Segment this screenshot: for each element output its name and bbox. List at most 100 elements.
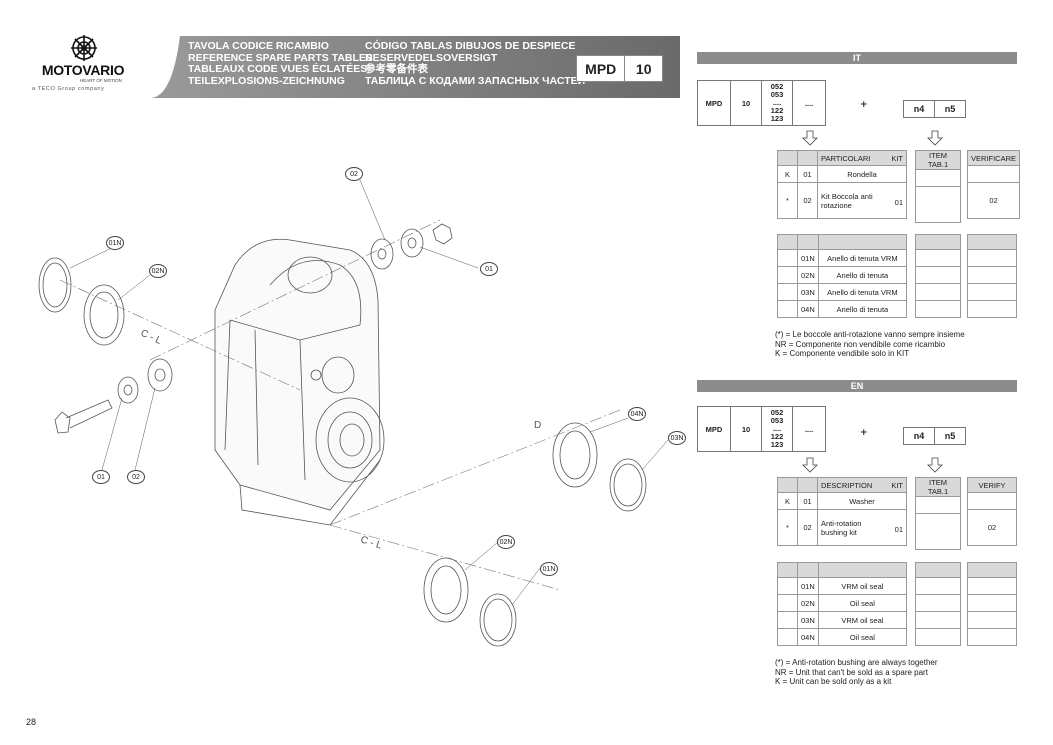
page-number: 28 [26, 717, 37, 727]
model-size: 10 [635, 60, 652, 77]
en-note-3: K = Unit can be sold only as a kit [775, 677, 892, 686]
it-code-variants: 052 053 .... 122 123 [761, 80, 793, 126]
model-label: MPD [577, 56, 626, 81]
it-variant-3: .... [772, 98, 782, 107]
en-note-1: (*) = Anti-rotation bushing are always t… [775, 658, 938, 667]
it-code-plus: + [860, 100, 868, 110]
en-header-item: ITEM TAB.1 [915, 477, 961, 497]
it-code-model: MPD [697, 80, 731, 126]
callout-02n-left: 02N [149, 264, 167, 278]
callout-04n: 04N [628, 407, 646, 421]
en-row2-desc-cell: Anti-rotation bushing kit 01 [817, 509, 907, 546]
en-row2-kit: 01 [894, 524, 903, 534]
it-note-1: (*) = Le boccole anti-rotazione vanno se… [775, 330, 965, 339]
it-variant-5: 123 [770, 114, 784, 123]
title-right-3: 参考零备件表 [365, 63, 428, 75]
en-variant-4: 122 [770, 432, 784, 441]
it-variant-4: 122 [770, 106, 784, 115]
en-row2-mark: * [777, 509, 798, 546]
it-row2-mark: * [777, 182, 798, 219]
callout-02-bottom: 02 [127, 470, 145, 484]
en-verify-table: VERIFY 02 [967, 477, 1017, 546]
axis-label-2: D [534, 420, 541, 431]
en-kit-table: DESCRIPTION KIT K 01 Washer * 02 Anti-ro… [777, 477, 907, 546]
it-seal4-desc: Anello di tenuta [817, 300, 908, 318]
it-kit-table: PARTICOLARI KIT K 01 Rondella * 02 Kit B… [777, 150, 907, 219]
en-seal4-desc: Oil seal [817, 628, 908, 646]
axis-label-1: C - L [139, 328, 164, 347]
logo-emblem-icon [71, 35, 97, 61]
en-seal3-desc: VRM oil seal [817, 611, 908, 629]
en-seal-verify-table [967, 562, 1017, 646]
it-notes: (*) = Le boccole anti-rotazione vanno se… [775, 330, 965, 359]
callout-01n-bottom: 01N [540, 562, 558, 576]
callout-03n: 03N [668, 431, 686, 445]
it-seal3-desc: Anello di tenuta VRM [817, 283, 908, 301]
logo-tagline: HEART OF MOTION [80, 78, 122, 83]
banner-background [150, 36, 680, 98]
en-row1-num: 01 [797, 492, 818, 510]
it-arrow-down-icon-1 [802, 130, 818, 146]
it-note-2: NR = Componente non vendibile come ricam… [775, 339, 946, 349]
title-left-1: TAVOLA CODICE RICAMBIO [188, 40, 329, 52]
title-right-2: RESERVEDELSOVERSIGT [365, 51, 498, 64]
table-row: * 02 Anti-rotation bushing kit 01 [777, 509, 907, 546]
en-seal2-num: 02N [797, 594, 819, 612]
en-row2-num: 02 [797, 509, 818, 546]
section-header-en: EN [697, 380, 1017, 392]
it-seal4-num: 04N [797, 300, 819, 318]
en-notes: (*) = Anti-rotation bushing are always t… [775, 658, 938, 687]
it-code-n4: n4 [903, 100, 935, 118]
en-kit-header: DESCRIPTION KIT [817, 477, 907, 493]
it-seal-item-table [915, 234, 961, 318]
en-variant-3: .... [772, 424, 782, 433]
en-code-plus: + [860, 428, 868, 438]
exploded-view-drawing: C - L D C - L [38, 179, 669, 647]
header-banner: TAVOLA CODICE RICAMBIO REFERENCE SPARE P… [150, 36, 680, 98]
it-note-3: K = Componente vendibile solo in KIT [775, 349, 910, 358]
en-seal2-desc: Oil seal [817, 594, 908, 612]
it-header-item: ITEM TAB.1 [915, 150, 961, 170]
en-code-n4: n4 [903, 427, 935, 445]
it-seal2-num: 02N [797, 266, 819, 284]
it-code-n5: n5 [934, 100, 966, 118]
it-item-table: ITEM TAB.1 [915, 150, 961, 223]
it-code-dots: .... [792, 80, 826, 126]
axis-label-3: C - L [359, 534, 383, 551]
en-code-model: MPD [697, 406, 731, 452]
en-arrow-down-icon-2 [927, 457, 943, 473]
it-row1-num: 01 [797, 165, 818, 183]
logo-group: a TECO Group company [32, 86, 105, 92]
en-variant-5: 123 [770, 440, 784, 449]
it-variant-2: 053 [770, 90, 784, 99]
en-row1-mark: K [777, 492, 798, 510]
title-right-1: CÓDIGO TABLAS DIBUJOS DE DESPIECE [365, 40, 576, 52]
it-seal3-num: 03N [797, 283, 819, 301]
en-arrow-down-icon-1 [802, 457, 818, 473]
it-header-particulars: PARTICOLARI [821, 153, 871, 163]
en-seal1-desc: VRM oil seal [817, 577, 908, 595]
it-seal1-num: 01N [797, 249, 819, 267]
title-left-4: TEILEXPLOSIONS-ZEICHNUNG [188, 74, 345, 87]
en-code-variants: 052 053 .... 122 123 [761, 406, 793, 452]
it-verify-table: VERIFICARE 02 [966, 150, 1021, 219]
it-header-kit: KIT [891, 153, 903, 163]
en-code-dots: .... [792, 406, 826, 452]
table-row: * 02 Kit Boccola anti rotazione 01 [777, 182, 907, 219]
en-seal-item-table [915, 562, 961, 646]
en-row1-verify [967, 492, 1017, 510]
en-header-particulars: DESCRIPTION [821, 480, 873, 490]
it-seal2-desc: Anello di tenuta [817, 266, 908, 284]
en-row2-verify: 02 [967, 509, 1017, 546]
callout-01-bottom: 01 [92, 470, 110, 484]
title-right-4: ТАБЛИЦА С КОДАМИ ЗАПАСНЫХ ЧАСТЕЙ [365, 74, 586, 87]
en-variant-2: 053 [770, 416, 784, 425]
it-row2-kit: 01 [894, 197, 903, 207]
title-left-2: REFERENCE SPARE PARTS TABLES [188, 51, 373, 64]
it-header-verify: VERIFICARE [966, 150, 1021, 166]
